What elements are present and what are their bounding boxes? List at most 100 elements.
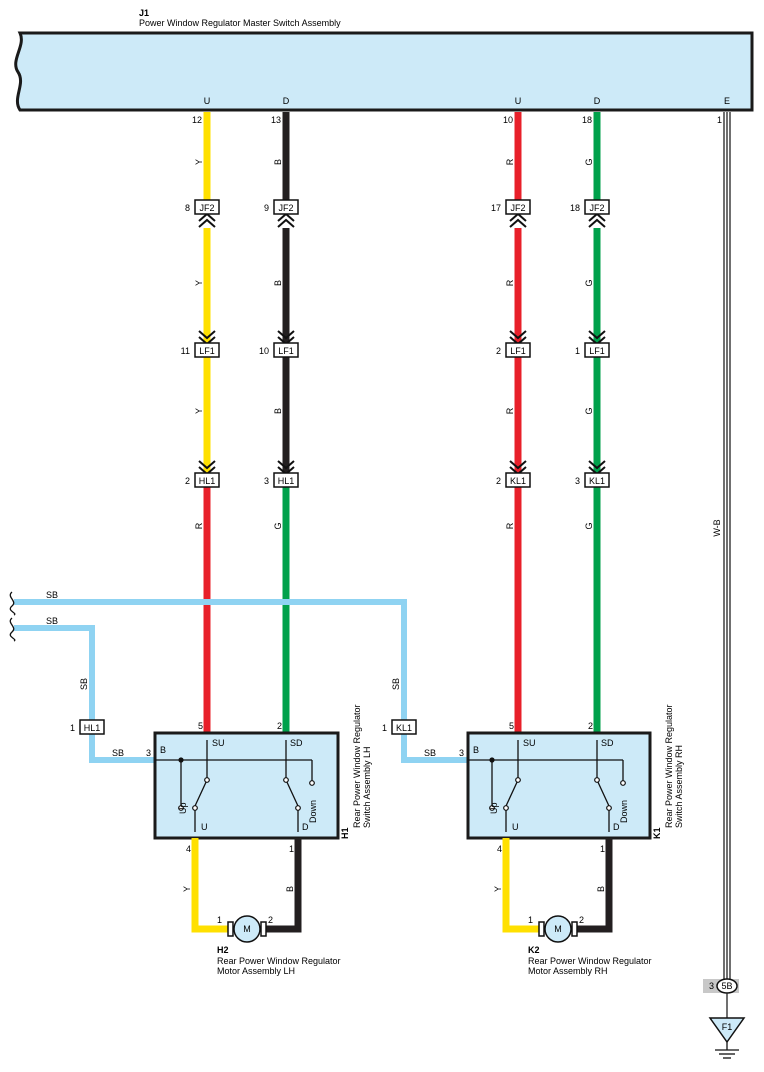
label-r-lh-lower: R — [194, 522, 204, 529]
connector-hl1-dn: HL1 3 — [264, 460, 299, 488]
label-r-rh-lower: R — [505, 522, 515, 529]
label-r-3: R — [505, 407, 515, 414]
switch-lh-name-1: Rear Power Window Regulator — [352, 704, 362, 828]
motor-rh: M 1 2 K2 Rear Power Window Regulator Mot… — [528, 915, 652, 976]
motor-lh-icon — [233, 915, 261, 943]
svg-text:JF2: JF2 — [199, 203, 214, 213]
motor-rh-name-2: Motor Assembly RH — [528, 966, 608, 976]
svg-text:4: 4 — [497, 844, 502, 854]
svg-text:F1: F1 — [722, 1022, 733, 1032]
svg-text:1: 1 — [575, 346, 580, 356]
ground-wire: W-B — [712, 112, 731, 980]
svg-text:1: 1 — [600, 844, 605, 854]
svg-text:18: 18 — [570, 203, 580, 213]
svg-text:Up: Up — [489, 802, 499, 814]
master-pin-12: 12 — [192, 115, 202, 125]
svg-text:D: D — [613, 822, 620, 832]
motor-lh-name-1: Rear Power Window Regulator — [217, 956, 341, 966]
svg-text:5: 5 — [509, 721, 514, 731]
svg-text:1: 1 — [382, 723, 387, 733]
master-terminal-e: E — [724, 96, 730, 106]
svg-text:JF2: JF2 — [589, 203, 604, 213]
master-pin-1: 1 — [717, 115, 722, 125]
svg-text:M: M — [554, 924, 562, 934]
svg-text:3: 3 — [264, 476, 269, 486]
svg-text:2: 2 — [277, 721, 282, 731]
master-terminal-u-rh: U — [515, 96, 522, 106]
motor-lh-code: H2 — [217, 945, 229, 955]
svg-text:LF1: LF1 — [278, 346, 294, 356]
label-b-3: B — [273, 408, 283, 414]
label-sb-lh: SB — [79, 678, 89, 690]
svg-text:KL1: KL1 — [396, 723, 412, 733]
master-pin-18: 18 — [582, 115, 592, 125]
svg-text:B: B — [473, 745, 479, 755]
switch-rh-name-1: Rear Power Window Regulator — [664, 704, 674, 828]
ground-icon — [708, 1017, 746, 1044]
connector-jf2-rh-up: JF2 17 — [491, 199, 531, 228]
svg-text:LF1: LF1 — [510, 346, 526, 356]
svg-text:HL1: HL1 — [84, 723, 101, 733]
svg-text:1: 1 — [217, 915, 222, 925]
wire-label-wb: W-B — [712, 519, 722, 536]
label-g-3: G — [584, 407, 594, 414]
svg-text:U: U — [512, 822, 519, 832]
label-b-2: B — [273, 280, 283, 286]
svg-text:1: 1 — [528, 915, 533, 925]
connector-lf1-lh-dn: LF1 10 — [259, 330, 299, 358]
svg-text:9: 9 — [264, 203, 269, 213]
label-y-3: Y — [194, 408, 204, 414]
connector-lf1-lh-up: LF1 11 — [181, 330, 220, 358]
label-r-1: R — [505, 158, 515, 165]
label-g-2: G — [584, 279, 594, 286]
label-y-1: Y — [194, 159, 204, 165]
svg-text:Y: Y — [493, 886, 503, 892]
svg-text:2: 2 — [496, 476, 501, 486]
label-b-1: B — [273, 159, 283, 165]
svg-text:2: 2 — [185, 476, 190, 486]
svg-text:SD: SD — [601, 738, 614, 748]
connector-kl1-sb: KL1 1 — [382, 719, 417, 735]
switch-lh-code: H1 — [340, 827, 350, 839]
connector-jf2-rh-dn: JF2 18 — [570, 199, 610, 228]
connector-hl1-up: HL1 2 — [185, 460, 220, 488]
motor-rh-icon — [544, 915, 572, 943]
svg-text:HL1: HL1 — [278, 476, 295, 486]
connector-kl1-up: KL1 2 — [496, 460, 531, 488]
svg-text:D: D — [302, 822, 309, 832]
master-terminal-d-rh: D — [594, 96, 601, 106]
svg-text:3: 3 — [709, 981, 714, 991]
svg-text:1: 1 — [70, 723, 75, 733]
svg-text:3: 3 — [459, 748, 464, 758]
svg-text:B: B — [596, 886, 606, 892]
connector-lf1-rh-up: LF1 2 — [496, 330, 531, 358]
svg-text:B: B — [285, 886, 295, 892]
connector-lf1-rh-dn: LF1 1 — [575, 330, 610, 358]
label-sb-top: SB — [46, 590, 58, 600]
motor-wires: 4 1 4 1 Y B Y B — [182, 838, 613, 933]
svg-text:SU: SU — [212, 738, 225, 748]
svg-text:5: 5 — [198, 721, 203, 731]
svg-text:3: 3 — [575, 476, 580, 486]
connector-row-lf1: LF1 11 LF1 10 LF1 2 LF1 1 — [181, 330, 610, 358]
upper-wires — [203, 112, 601, 473]
connector-hl1-sb: HL1 1 — [70, 719, 105, 735]
svg-text:8: 8 — [185, 203, 190, 213]
label-r-2: R — [505, 279, 515, 286]
svg-text:11: 11 — [181, 346, 190, 356]
switch-assembly-rh: 5 2 3 SU SD B U D Up Down K1 Rear Power … — [459, 704, 684, 840]
svg-text:Down: Down — [308, 800, 318, 823]
sb-wires: SB SB SB SB SB SB — [9, 590, 468, 763]
svg-text:17: 17 — [491, 203, 501, 213]
motor-lh-name-2: Motor Assembly LH — [217, 966, 295, 976]
svg-text:M: M — [243, 924, 251, 934]
svg-text:HL1: HL1 — [199, 476, 216, 486]
master-pin-13: 13 — [271, 115, 281, 125]
connector-jf2-lh-dn: JF2 9 — [264, 199, 299, 228]
svg-text:JF2: JF2 — [510, 203, 525, 213]
motor-lh: M 1 2 H2 Rear Power Window Regulator Mot… — [217, 915, 341, 976]
master-pin-10: 10 — [503, 115, 513, 125]
svg-text:KL1: KL1 — [510, 476, 526, 486]
label-sb-bottom: SB — [46, 616, 58, 626]
